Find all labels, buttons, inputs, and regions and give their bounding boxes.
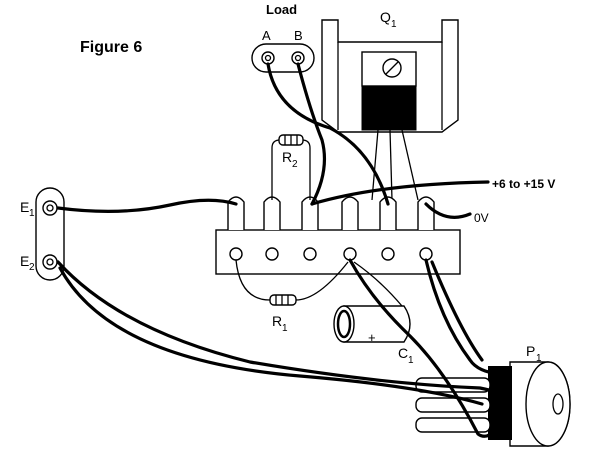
resistor-r2-label: R [282, 149, 292, 165]
potentiometer-label: P [526, 343, 535, 359]
figure-title: Figure 6 [80, 39, 142, 56]
capacitor-label-sub: 1 [408, 355, 414, 366]
wire-positive [310, 180, 490, 206]
capacitor-c1: + C 1 [333, 305, 414, 366]
terminal-rivet [265, 247, 279, 261]
electrode-block: E 1 E 2 [20, 187, 65, 281]
electrode-e1-label: E [20, 199, 29, 215]
transistor-lead-3 [401, 129, 419, 201]
capacitor-body [343, 305, 411, 343]
transistor-q1: Q 1 [321, 9, 459, 201]
wire-e2-b [58, 266, 484, 406]
terminal-rivet [419, 247, 433, 261]
electrode-e2-label: E [20, 253, 29, 269]
potentiometer-shaft [552, 393, 564, 415]
electrode-e2-sub: 2 [29, 262, 35, 273]
load-terminal-b-label: B [294, 28, 303, 43]
wire-load-b [296, 62, 327, 206]
wires [56, 62, 510, 438]
terminal-rivet [381, 247, 395, 261]
terminal-lug [263, 196, 281, 230]
potentiometer-label-sub: 1 [536, 353, 542, 364]
terminal-lugs [227, 196, 435, 230]
transistor-body [361, 85, 417, 131]
wire-e2 [56, 260, 510, 400]
load-screw-b [291, 51, 305, 65]
load-terminal-body [251, 43, 315, 73]
resistor-r1-sub: 1 [282, 323, 288, 334]
resistor-r1-label: R [272, 313, 282, 329]
terminal-lug [417, 196, 435, 230]
resistor-r1: R 1 [235, 259, 349, 334]
wire-load-a [266, 62, 390, 206]
terminal-strip [215, 196, 461, 275]
transistor-label: Q [380, 9, 391, 25]
terminal-lug [341, 196, 359, 230]
supply-ground-label: 0V [474, 211, 489, 225]
terminal-rivet [343, 247, 357, 261]
wire-t6-pot [424, 258, 502, 376]
load-screw-a [261, 51, 275, 65]
terminal-lug [379, 196, 397, 230]
potentiometer-terminals [488, 366, 512, 440]
terminal-rivets [229, 247, 433, 261]
electrode-e1-screw [42, 200, 58, 216]
wire-e1 [56, 198, 238, 213]
electrode-e2-screw [42, 254, 58, 270]
electrode-e1-sub: 1 [29, 208, 35, 219]
terminal-rivet [303, 247, 317, 261]
load-terminal: Load A B [251, 2, 315, 73]
pot-lug [415, 417, 491, 433]
resistor-r1-body [269, 294, 297, 306]
wire-capacitor [353, 261, 403, 307]
wire-t6-pot-b [430, 260, 484, 362]
resistor-r2-sub: 2 [292, 159, 298, 170]
wire-ground [424, 202, 472, 219]
load-terminal-a-label: A [262, 28, 271, 43]
resistor-r2: R 2 [271, 134, 311, 200]
transistor-lead-1 [371, 129, 379, 201]
pot-lug [415, 397, 491, 413]
transistor-label-sub: 1 [391, 19, 397, 30]
capacitor-polarity: + [368, 330, 376, 345]
wire-t4-pot [348, 258, 498, 438]
supply-positive-label: +6 to +15 V [492, 177, 555, 191]
capacitor-label: C [398, 345, 408, 361]
terminal-rivet [229, 247, 243, 261]
load-title: Load [266, 2, 297, 17]
